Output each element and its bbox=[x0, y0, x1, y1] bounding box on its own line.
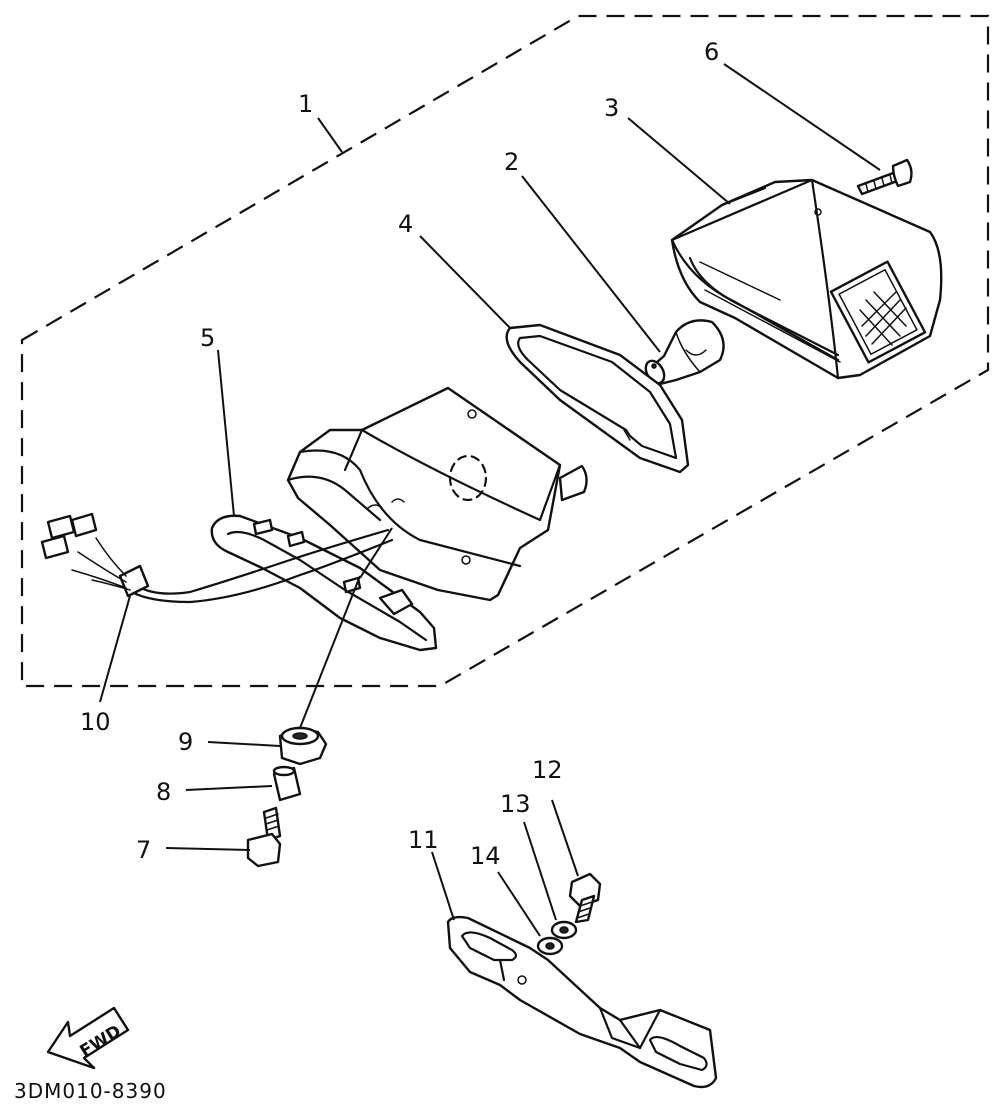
leader-lines bbox=[99, 63, 881, 937]
diagram-code: 3DM010-8390 bbox=[14, 1079, 167, 1103]
base-plate bbox=[210, 514, 438, 652]
label-part-10: 10 bbox=[80, 708, 111, 736]
lens-screw bbox=[856, 158, 913, 196]
label-part-5: 5 bbox=[200, 324, 215, 352]
label-part-13: 13 bbox=[500, 790, 531, 818]
label-part-11: 11 bbox=[408, 826, 439, 854]
assembly-boundary bbox=[20, 14, 990, 688]
bulb bbox=[644, 319, 725, 386]
wire-harness bbox=[40, 512, 394, 604]
label-part-1: 1 bbox=[298, 90, 313, 118]
label-part-2: 2 bbox=[504, 148, 519, 176]
label-part-9: 9 bbox=[178, 728, 193, 756]
grommet bbox=[278, 726, 328, 766]
label-part-7: 7 bbox=[136, 836, 151, 864]
label-part-8: 8 bbox=[156, 778, 171, 806]
washer-13 bbox=[550, 920, 578, 940]
label-part-12: 12 bbox=[532, 756, 563, 784]
tail-lamp-lens bbox=[670, 178, 943, 380]
taillight-housing bbox=[286, 386, 588, 602]
washer-14 bbox=[536, 936, 564, 956]
bolt bbox=[246, 806, 282, 868]
label-part-4: 4 bbox=[398, 210, 413, 238]
label-part-6: 6 bbox=[704, 38, 719, 66]
bracket-screw bbox=[568, 872, 602, 924]
fwd-arrow: FWD bbox=[46, 1006, 130, 1070]
wire-connectors bbox=[40, 512, 98, 560]
part-labels: 1 2 3 4 5 6 7 8 9 10 11 12 13 14 bbox=[80, 38, 719, 870]
collar bbox=[272, 765, 302, 802]
label-part-14: 14 bbox=[470, 842, 501, 870]
license-bracket bbox=[446, 915, 718, 1089]
lens-gasket bbox=[505, 323, 690, 474]
label-part-3: 3 bbox=[604, 94, 619, 122]
reflector-grid bbox=[859, 291, 907, 346]
